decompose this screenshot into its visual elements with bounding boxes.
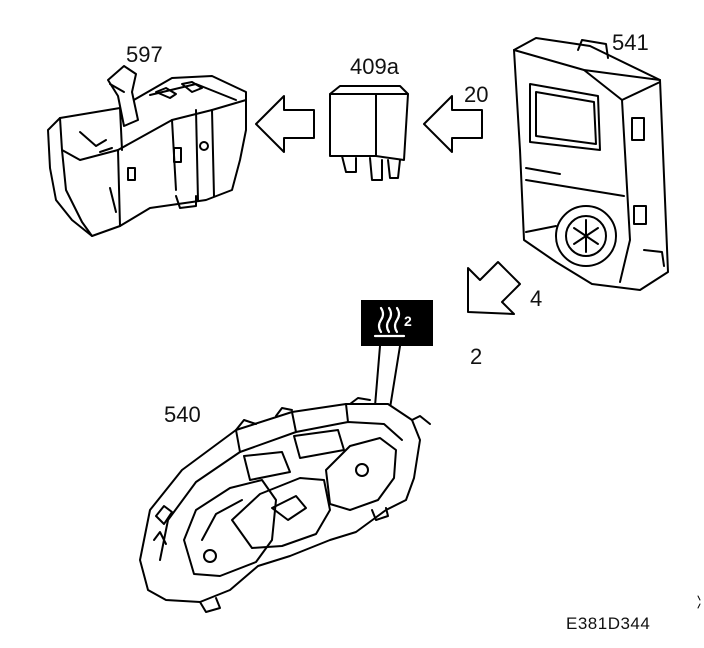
label-signal-20: 20 [464,82,489,107]
label-heater-597: 597 [126,42,163,67]
label-instrument-cluster-540: 540 [164,402,201,427]
arrow-to-heater [255,95,315,153]
arrow-to-cluster [467,261,521,315]
heater-unit-597 [47,65,247,237]
rear-window-heater-icon [373,306,406,338]
control-module-541 [513,37,669,291]
arrow-to-relay [423,95,483,153]
label-relay-409a: 409a [350,54,399,79]
relay-409a [329,85,409,181]
heater-symbol-box [361,300,433,346]
edge-mark [697,595,701,609]
label-signal-4: 4 [530,286,543,311]
figure-code: E381D344 [566,614,651,633]
label-signal-2: 2 [470,344,483,369]
heater-symbol-number: 2 [404,313,412,329]
instrument-cluster-540 [139,397,431,613]
label-control-module-541: 541 [612,30,649,55]
